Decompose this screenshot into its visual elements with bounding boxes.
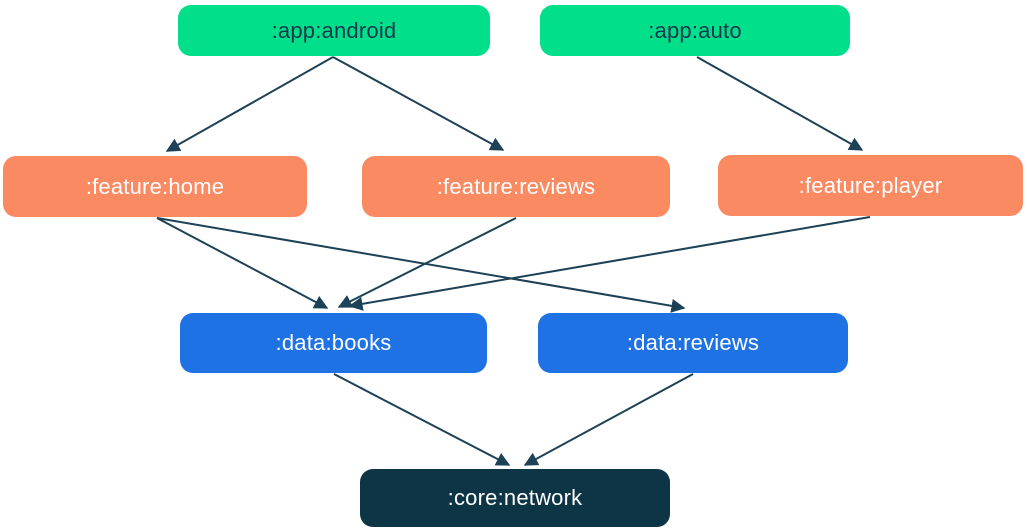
node-app-auto: :app:auto [540,5,850,56]
edge-data-reviews-to-core-network [523,373,694,466]
node-data-books: :data:books [180,313,487,373]
edge-data-books-to-core-network [333,373,511,466]
edge-app-android-to-feature-reviews [332,56,505,151]
node-app-android: :app:android [178,5,490,56]
node-feature-reviews: :feature:reviews [362,156,670,217]
edge-app-auto-to-feature-player [696,56,864,151]
edge-feature-home-to-data-books [156,217,329,309]
node-core-network: :core:network [360,469,670,527]
node-data-reviews: :data:reviews [538,313,848,373]
node-feature-home: :feature:home [3,156,307,217]
edge-feature-reviews-to-data-books [337,217,517,308]
edge-feature-home-to-data-reviews [156,217,686,313]
edge-app-android-to-feature-home [165,56,334,152]
edge-feature-player-to-data-books [348,216,871,311]
node-feature-player: :feature:player [718,155,1023,216]
